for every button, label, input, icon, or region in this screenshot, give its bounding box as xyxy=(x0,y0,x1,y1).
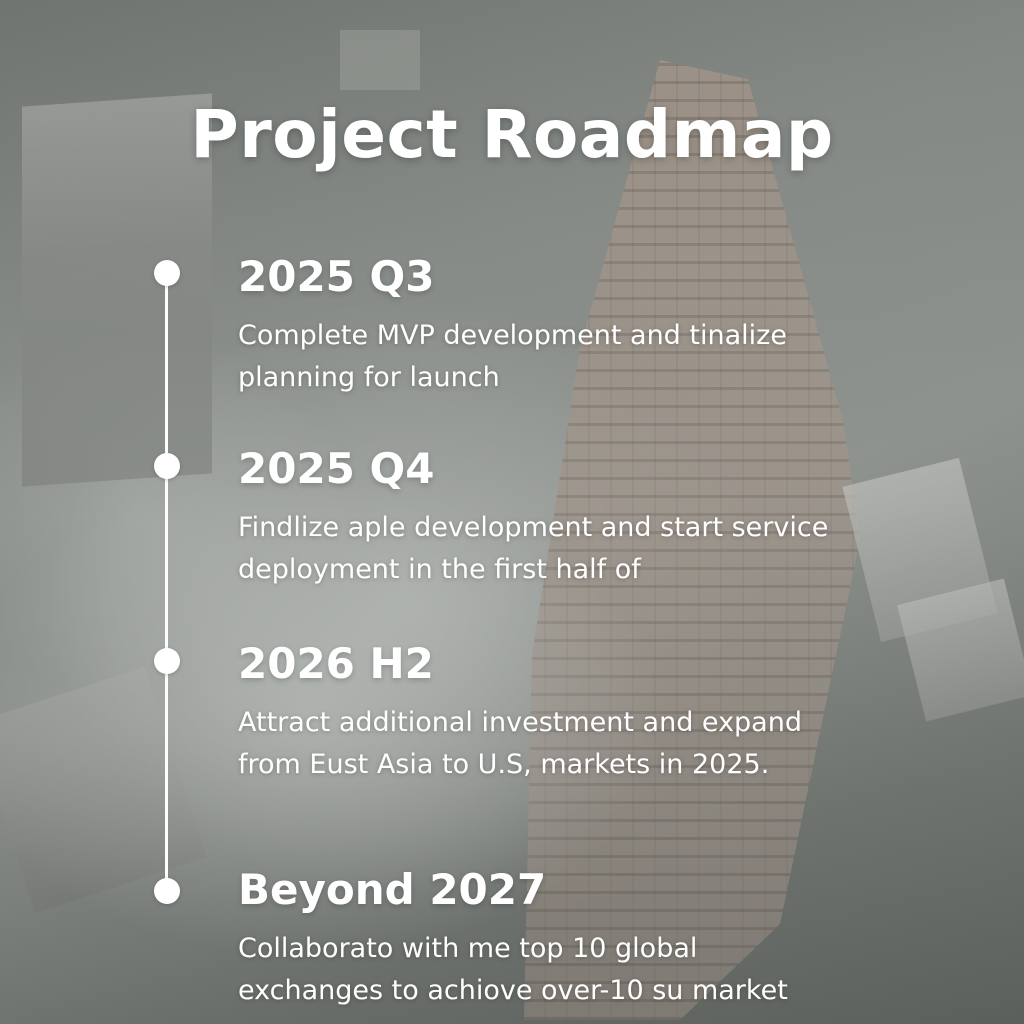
timeline-line xyxy=(165,272,168,892)
milestone-period: 2025 Q3 xyxy=(238,252,435,301)
timeline-dot xyxy=(154,648,180,674)
milestone-description: Findlize aple development and start serv… xyxy=(238,512,829,585)
milestone-period: 2025 Q4 xyxy=(238,444,435,493)
timeline-dot xyxy=(154,260,180,286)
timeline-dot xyxy=(154,878,180,904)
milestone-period: Beyond 2027 xyxy=(238,865,547,914)
page-title: Project Roadmap xyxy=(190,96,834,173)
milestone-description: Complete MVP development and tinalize pl… xyxy=(238,320,787,393)
milestone-description: Collaborato with me top 10 global exchan… xyxy=(238,933,788,1006)
milestone-period: 2026 H2 xyxy=(238,639,434,688)
milestone-description: Attract additional investment and expand… xyxy=(238,707,802,780)
timeline-dot xyxy=(154,453,180,479)
